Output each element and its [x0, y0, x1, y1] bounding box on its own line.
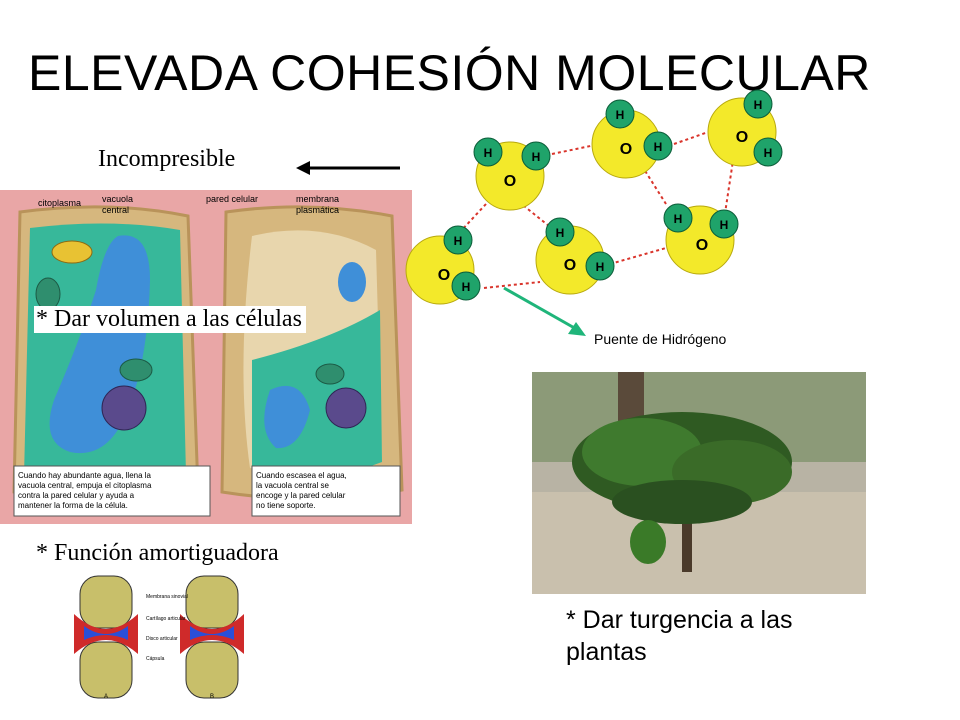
- svg-text:H: H: [532, 150, 541, 164]
- label-citoplasma: citoplasma: [38, 198, 81, 208]
- amortiguadora-label: * Función amortiguadora: [36, 540, 279, 566]
- label-vacuola: vacuola: [102, 194, 133, 204]
- molecule-1: O H H: [473, 137, 551, 211]
- svg-text:O: O: [620, 141, 632, 158]
- joint-label-cartilago: Cartílago articular: [146, 616, 186, 622]
- svg-text:H: H: [462, 280, 471, 294]
- caption-plasmolysed: Cuando escasea el agua, la vacuola centr…: [256, 471, 349, 510]
- tree-photo: [532, 372, 866, 594]
- molecule-6: O H H: [663, 203, 739, 275]
- joint-panel-a: A: [104, 694, 108, 700]
- joint-b: [180, 575, 244, 699]
- svg-text:H: H: [484, 146, 493, 160]
- svg-text:H: H: [764, 146, 773, 160]
- label-pared-celular: pared celular: [206, 194, 258, 204]
- arrow-left-icon: [296, 161, 400, 175]
- svg-text:H: H: [654, 140, 663, 154]
- label-plasmatica: plasmática: [296, 205, 339, 215]
- label-central: central: [102, 205, 129, 215]
- joint-label-disco: Disco articular: [146, 636, 178, 642]
- bond-arrow-head-icon: [568, 322, 586, 336]
- incompresible-label: Incompresible: [98, 146, 236, 172]
- joint-a: [74, 575, 138, 699]
- joint-label-capsula: Cápsula: [146, 656, 165, 662]
- label-membrana: membrana: [296, 194, 339, 204]
- svg-text:H: H: [674, 212, 683, 226]
- turgid-cell: [12, 205, 200, 500]
- svg-text:O: O: [438, 267, 450, 284]
- page-title: ELEVADA COHESIÓN MOLECULAR: [28, 45, 871, 101]
- volumen-label: * Dar volumen a las células: [34, 306, 306, 333]
- molecule-5: O H H: [535, 217, 615, 295]
- turgencia-label: * Dar turgencia a las plantas: [566, 606, 793, 666]
- caption-turgid: Cuando hay abundante agua, llena la vacu…: [18, 471, 154, 510]
- svg-text:O: O: [696, 237, 708, 254]
- bond-label: Puente de Hidrógeno: [594, 331, 727, 347]
- svg-text:H: H: [454, 234, 463, 248]
- svg-text:H: H: [754, 98, 763, 112]
- bond-arrow: [503, 286, 579, 332]
- joint-panel-b: B: [210, 694, 214, 700]
- svg-text:H: H: [720, 218, 729, 232]
- svg-text:H: H: [596, 260, 605, 274]
- plasmolysed-cell: [220, 205, 404, 500]
- svg-text:O: O: [504, 173, 516, 190]
- svg-text:H: H: [616, 108, 625, 122]
- plant-cell-figure: citoplasma vacuola central pared celular…: [0, 190, 412, 524]
- molecule-3: O H H: [707, 89, 783, 167]
- molecule-4: O H H: [405, 225, 481, 305]
- joint-figure: Membrana sinovial Cartílago articular Di…: [66, 574, 262, 700]
- svg-text:O: O: [564, 257, 576, 274]
- svg-text:O: O: [736, 129, 748, 146]
- svg-text:H: H: [556, 226, 565, 240]
- joint-label-membrana: Membrana sinovial: [146, 594, 188, 600]
- molecule-2: O H H: [591, 99, 673, 179]
- water-molecules-figure: O H H O H H O H H O H H O H H O H H Puen…: [405, 89, 783, 347]
